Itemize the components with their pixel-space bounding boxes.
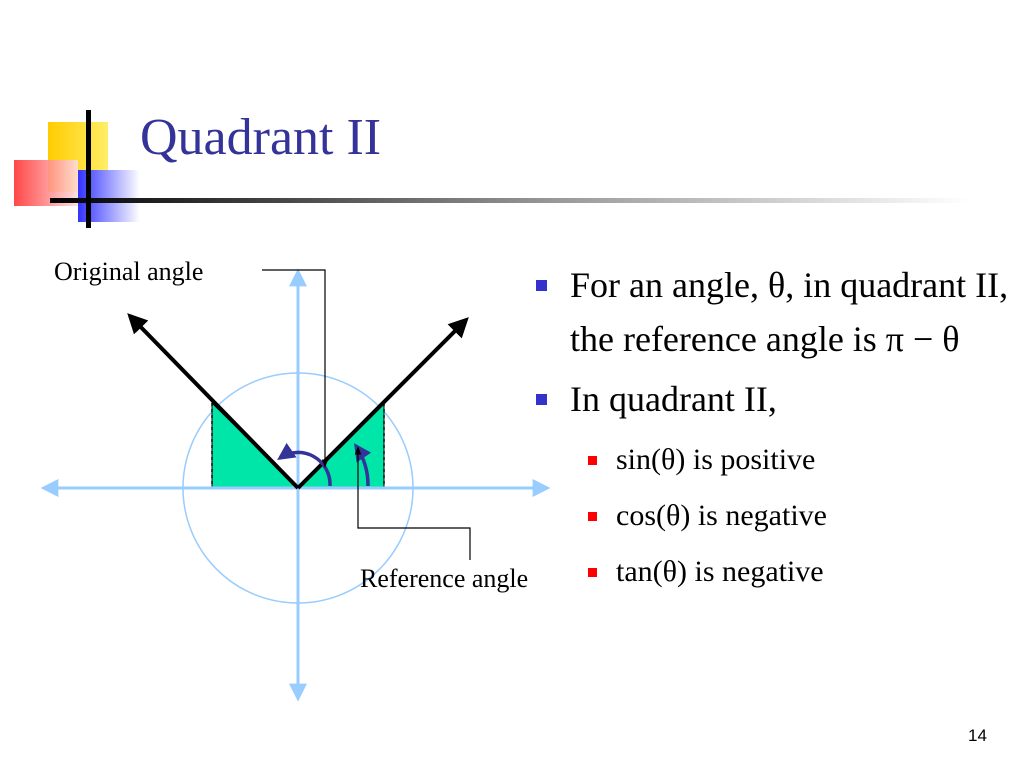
page-number: 14 bbox=[968, 726, 987, 745]
sub-bullet-square-icon bbox=[588, 568, 597, 577]
sub-bullet-text: cos(θ) is negative bbox=[616, 499, 827, 532]
title-decoration bbox=[14, 110, 970, 228]
sub-bullet-text: sin(θ) is positive bbox=[616, 443, 816, 476]
reference-angle-label: Reference angle bbox=[360, 564, 529, 593]
sub-bullet-square-icon bbox=[588, 512, 597, 521]
reference-angle-leader bbox=[354, 446, 471, 560]
sub-bullet-item: cos(θ) is negative bbox=[530, 488, 1010, 544]
bullet-item: For an angle, θ, in quadrant II, the ref… bbox=[530, 258, 1010, 366]
original-angle-ray bbox=[127, 313, 300, 490]
bullet-text: For an angle, θ, in quadrant II, the ref… bbox=[570, 265, 1009, 359]
deco-vertical-bar bbox=[86, 110, 91, 228]
original-angle-leader bbox=[262, 269, 329, 468]
sub-bullet-square-icon bbox=[588, 456, 597, 465]
bullet-list: For an angle, θ, in quadrant II, the ref… bbox=[530, 258, 1010, 600]
title-underline bbox=[50, 198, 970, 203]
bullet-square-icon bbox=[536, 394, 547, 405]
bullet-square-icon bbox=[536, 280, 547, 291]
slide-title: Quadrant II bbox=[140, 109, 382, 166]
bullet-text: In quadrant II, bbox=[570, 379, 777, 419]
sub-bullet-item: tan(θ) is negative bbox=[530, 544, 1010, 600]
original-angle-label: Original angle bbox=[54, 257, 204, 286]
original-angle-arc bbox=[277, 442, 332, 487]
sub-bullet-item: sin(θ) is positive bbox=[530, 432, 1010, 488]
bullet-item: In quadrant II, bbox=[530, 372, 1010, 426]
sub-bullet-text: tan(θ) is negative bbox=[616, 555, 824, 588]
